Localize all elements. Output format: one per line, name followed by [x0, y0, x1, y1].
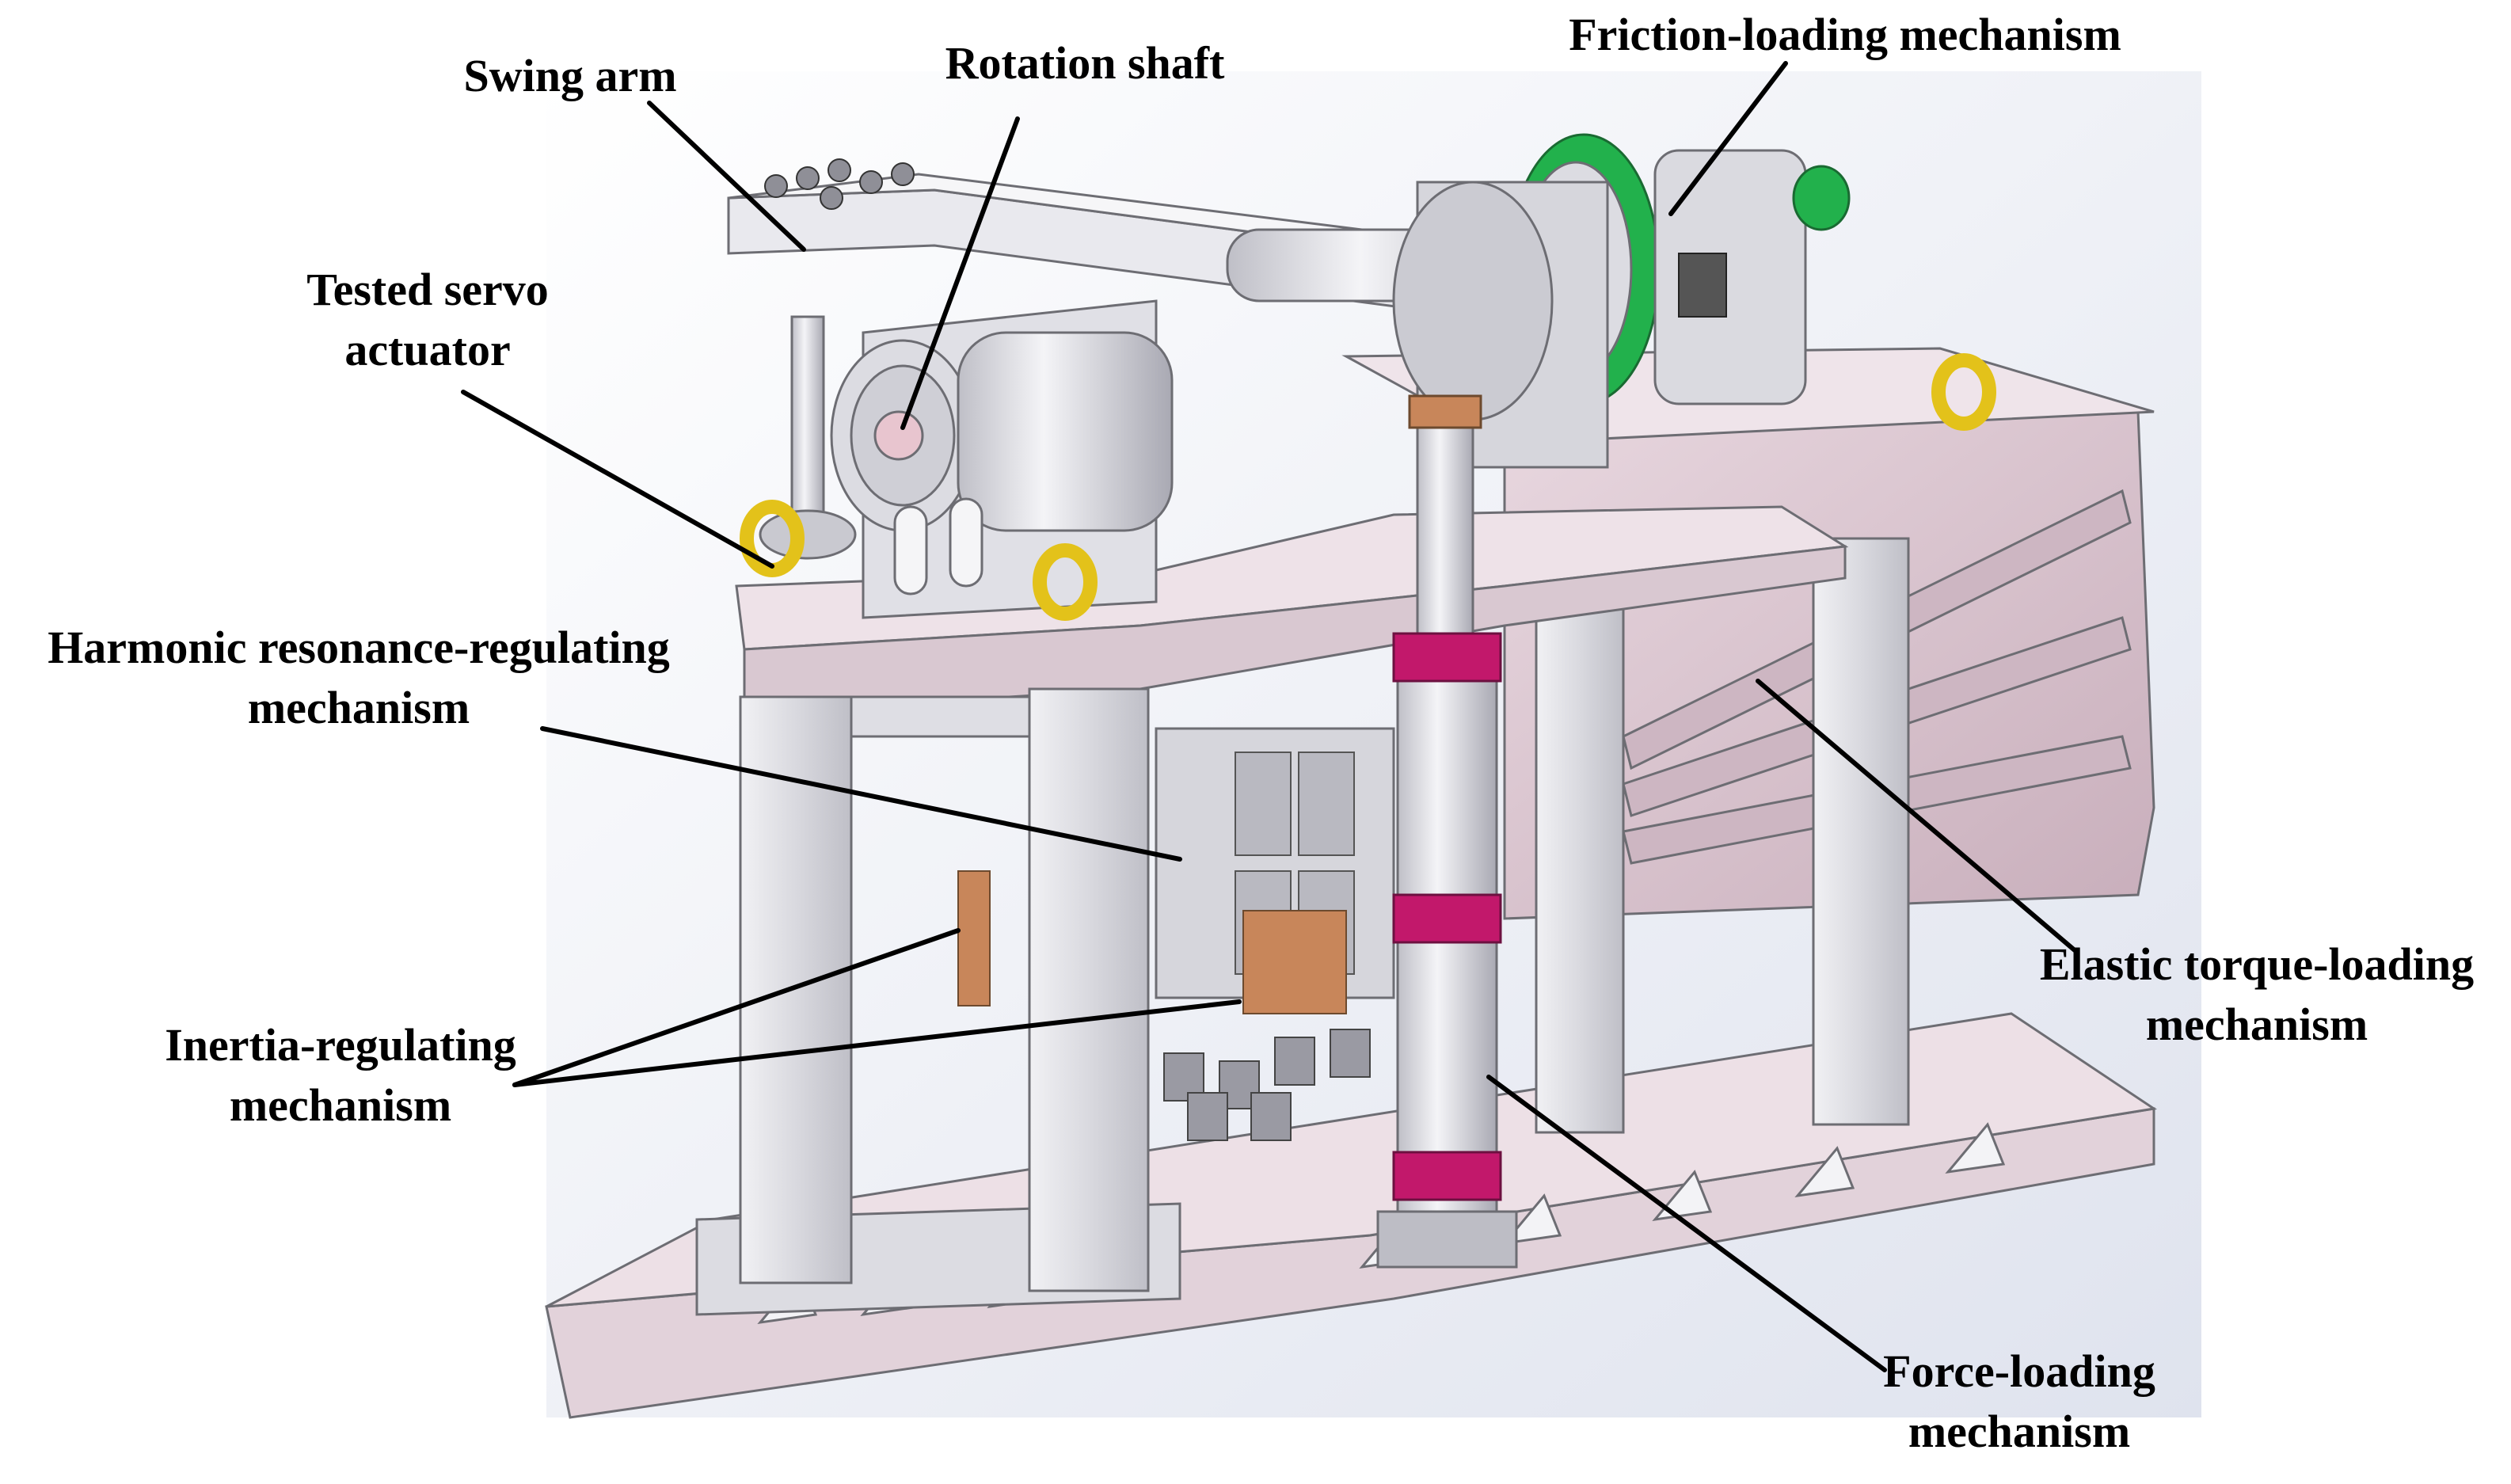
lifting-eyes — [740, 353, 1996, 621]
force-cylinder-clevis — [1408, 394, 1482, 429]
friction-sensor — [1678, 253, 1727, 318]
servo-actuator-base — [759, 509, 857, 560]
front-pillar-left — [739, 695, 853, 1284]
friction-shaft-end — [1792, 165, 1851, 231]
leader-inertia-b — [512, 999, 1242, 1087]
shaft-support-slots — [893, 497, 983, 596]
leader-harmonic — [540, 726, 1182, 862]
label-friction-loading-text: Friction-loading mechanism — [1569, 9, 2121, 60]
label-harmonic: Harmonic resonance-regulating mechanism — [6, 618, 711, 738]
front-pillar-right — [1028, 687, 1150, 1292]
servo-actuator-rod — [790, 315, 825, 524]
label-force-line1: Force-loading — [1883, 1345, 2155, 1397]
force-cylinder-collar-top — [1392, 632, 1502, 683]
rear-pillar-right — [1812, 537, 1910, 1126]
label-force-line2: mechanism — [1908, 1406, 2131, 1457]
label-inertia-line1: Inertia-regulating — [165, 1019, 516, 1071]
force-cylinder-base — [1376, 1210, 1518, 1269]
label-tested-servo-line2: actuator — [344, 324, 511, 375]
label-inertia: Inertia-regulating mechanism — [135, 1015, 546, 1136]
label-force: Force-loading mechanism — [1845, 1341, 2193, 1462]
label-swing-arm: Swing arm — [443, 46, 697, 106]
label-elastic: Elastic torque-loading mechanism — [2011, 934, 2502, 1055]
leader-elastic — [1756, 679, 2077, 953]
force-cylinder-collar-mid — [1392, 893, 1502, 944]
label-tested-servo: Tested servo actuator — [261, 260, 594, 380]
rotation-shaft-hub — [873, 410, 924, 461]
label-swing-arm-text: Swing arm — [463, 50, 677, 101]
label-harmonic-line1: Harmonic resonance-regulating — [48, 622, 670, 673]
label-rotation-shaft: Rotation shaft — [887, 33, 1283, 93]
leader-friction-loading — [1668, 61, 1788, 216]
leader-swing-arm — [647, 101, 806, 252]
lower-bolt-cluster — [1163, 1029, 1371, 1141]
leader-tested-servo — [461, 390, 774, 569]
label-elastic-line1: Elastic torque-loading — [2039, 938, 2475, 990]
shaft-drum — [957, 331, 1174, 532]
leader-force — [1486, 1075, 1887, 1372]
inertia-copper-disk — [957, 870, 991, 1006]
label-harmonic-line2: mechanism — [247, 682, 470, 733]
friction-motor — [1653, 149, 1807, 405]
force-cylinder-collar-bottom — [1392, 1151, 1502, 1201]
label-tested-servo-line1: Tested servo — [306, 264, 549, 315]
leader-inertia-a — [512, 928, 961, 1087]
label-elastic-line2: mechanism — [2145, 999, 2368, 1050]
left-frame-crossbar — [850, 695, 1031, 738]
rear-pillar-mid — [1535, 584, 1625, 1134]
leader-rotation-shaft — [900, 116, 1020, 430]
label-friction-loading: Friction-loading mechanism — [1505, 5, 2186, 65]
label-inertia-line2: mechanism — [229, 1079, 452, 1131]
label-rotation-shaft-text: Rotation shaft — [945, 37, 1225, 89]
copper-plates — [1242, 910, 1347, 1014]
